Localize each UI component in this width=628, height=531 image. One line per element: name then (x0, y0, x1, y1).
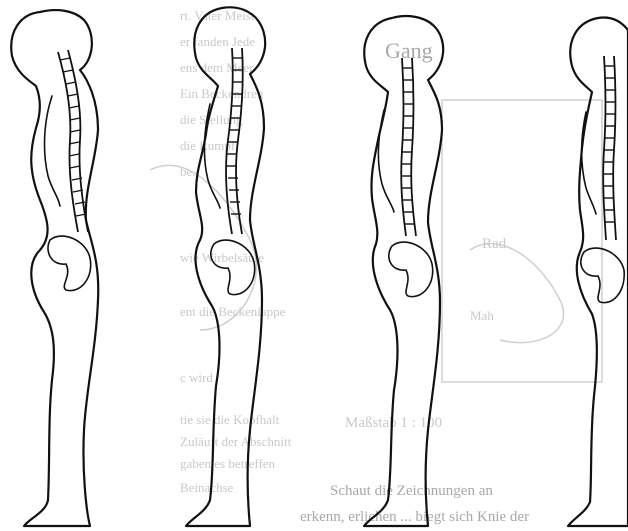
bleed-line: c wird (180, 370, 213, 385)
bleed-line: tie sie die Kopfhalt (180, 412, 280, 427)
figure-outline (568, 18, 628, 527)
pelvis-outline (48, 236, 91, 291)
bleed-line: erkenn, erlichen ... biegt sich Knie der (300, 509, 529, 525)
pelvis-outline (211, 240, 255, 295)
figure-outline (11, 10, 98, 526)
bleed-curve-2 (470, 244, 564, 343)
arm-outline (45, 96, 60, 206)
bleed-label: Rad (482, 236, 507, 252)
bleed-line: die Stellung (180, 112, 243, 127)
bleed-line: Ein Beckendreh (180, 86, 264, 101)
bleed-line: Zuläuft der Abschnitt (180, 434, 292, 449)
pelvis-outline (389, 242, 433, 297)
spine-left-rail (401, 58, 406, 236)
spine-right-rail (236, 48, 243, 234)
bleed-line: Schaut die Zeichnungen an (330, 483, 493, 499)
bleed-line: be. (180, 164, 196, 179)
bleed-frame (442, 100, 602, 382)
posture-figure-1 (11, 10, 98, 526)
bleed-line: gaben es betreffen (180, 456, 276, 471)
bleed-label: Mah (470, 308, 494, 323)
spine-left-rail (603, 56, 606, 240)
bleed-line: Beinachse (180, 480, 234, 495)
arm-outline (378, 110, 394, 212)
arm-outline (582, 112, 597, 214)
bleed-line: er fanden Jede (180, 34, 255, 49)
posture-figure-3 (364, 16, 443, 526)
spine-right-rail (613, 56, 616, 240)
bleed-heading: Gang (385, 38, 433, 63)
posture-figure-4 (568, 18, 628, 527)
bleed-line: wie Wirbelsäule (180, 250, 264, 265)
bleed-line: ent die Beckenlappe (180, 304, 286, 319)
spine-right-rail (411, 58, 416, 236)
